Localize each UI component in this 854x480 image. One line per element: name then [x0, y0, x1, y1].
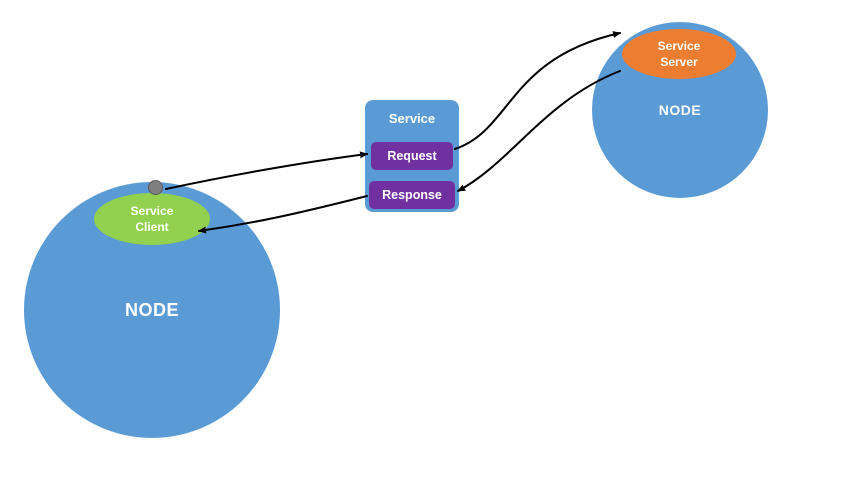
service-server-label: Service Server — [657, 38, 701, 69]
client-to-request-arrow — [165, 151, 368, 190]
service-box-title: Service — [388, 111, 436, 126]
service-client-ellipse: Service Client — [94, 193, 210, 245]
service-server-ellipse: Service Server — [622, 29, 736, 79]
service-client-label: Service Client — [130, 203, 174, 234]
response-label: Response — [382, 188, 442, 202]
right-node-label: NODE — [658, 102, 702, 118]
left-node-label: NODE — [124, 299, 179, 320]
response-box: Response — [369, 181, 455, 209]
request-label: Request — [387, 149, 437, 163]
connection-dot — [148, 180, 163, 195]
request-box: Request — [371, 142, 453, 170]
